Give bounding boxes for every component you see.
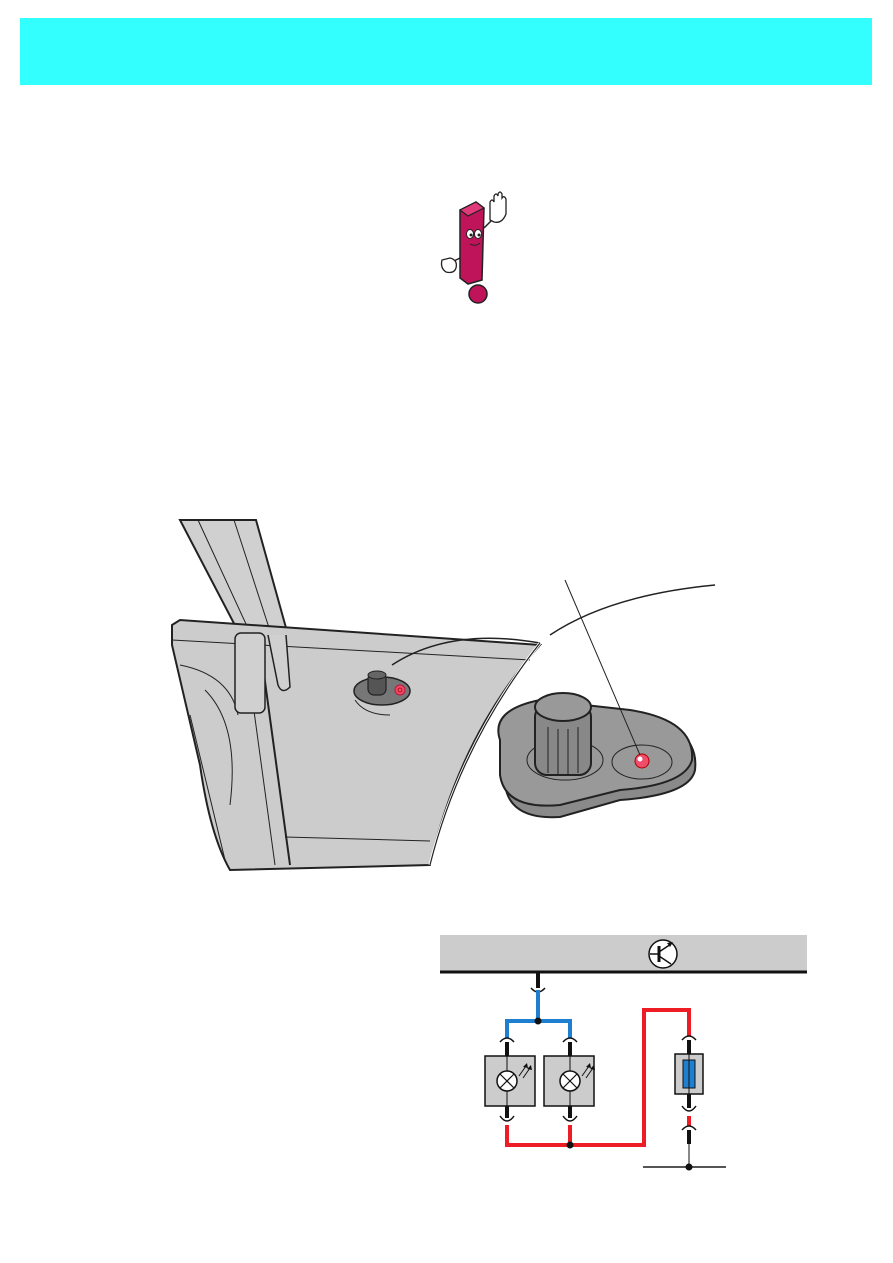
transistor-icon [648,939,678,969]
door-led-illustration [171,519,716,872]
warning-exclamation-mascot-icon [440,191,507,304]
circuit-diagram [440,935,807,1171]
header-band [20,18,872,85]
